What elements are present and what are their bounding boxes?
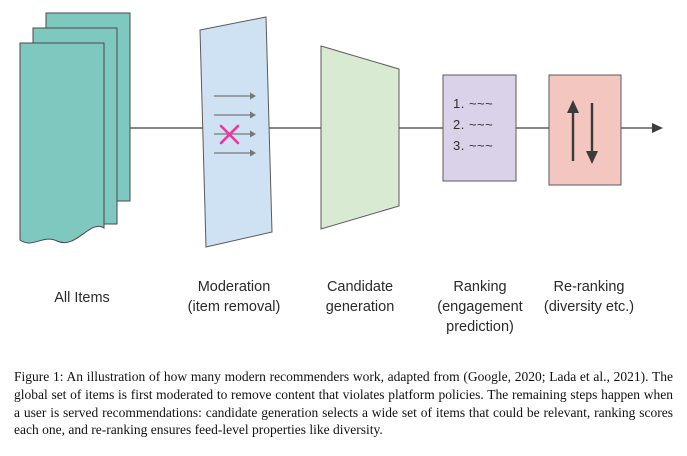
stage-label-all-items: All Items [0, 288, 167, 308]
right-arrows-with-cross-icon [214, 92, 256, 157]
stage-label-moderation: Moderation (item removal) [149, 277, 319, 317]
pipeline-diagram [19, 12, 663, 248]
up-arrowhead [567, 100, 579, 113]
candidate-generation-shape [320, 45, 400, 230]
stage-label-line: Moderation [197, 279, 271, 295]
stage-label-ranking: Ranking (engagement prediction) [395, 277, 565, 337]
stage-label-line: Candidate [326, 279, 394, 295]
ranking-list: 1. ~~~ 2. ~~~ 3. ~~~ [453, 93, 493, 156]
stage-label-line: (engagement [437, 299, 523, 315]
document-sheet-front [19, 42, 105, 244]
ranking-box [442, 74, 517, 182]
up-down-arrows-icon [567, 100, 598, 164]
ranking-list-item: 2. ~~~ [453, 117, 494, 132]
reranking-box [548, 74, 622, 186]
ranking-list-item: 1. ~~~ [453, 96, 494, 111]
item-arrowhead [250, 111, 256, 119]
ranking-list-item: 3. ~~~ [453, 138, 494, 153]
stage-label-candidate-generation: Candidate generation [275, 277, 445, 317]
stage-label-line: Re-ranking [553, 279, 625, 295]
item-arrowhead [250, 92, 256, 100]
stage-label-line: prediction) [446, 319, 514, 335]
stage-label-line: Ranking [453, 279, 507, 295]
pipeline-flow-arrowhead [652, 123, 663, 133]
item-arrowhead [250, 130, 256, 138]
stage-label-line: All Items [54, 290, 110, 306]
stage-label-line: generation [325, 299, 395, 315]
moderation-shape [199, 16, 273, 248]
item-arrowhead [250, 149, 256, 157]
stacked-documents-icon [19, 12, 131, 244]
removal-cross-icon [219, 124, 240, 145]
figure-caption: Figure 1: An illustration of how many mo… [14, 369, 673, 438]
stage-label-line: (item removal) [187, 299, 281, 315]
down-arrowhead [586, 151, 598, 164]
stage-label-reranking: Re-ranking (diversity etc.) [504, 277, 674, 317]
stage-label-line: (diversity etc.) [543, 299, 635, 315]
